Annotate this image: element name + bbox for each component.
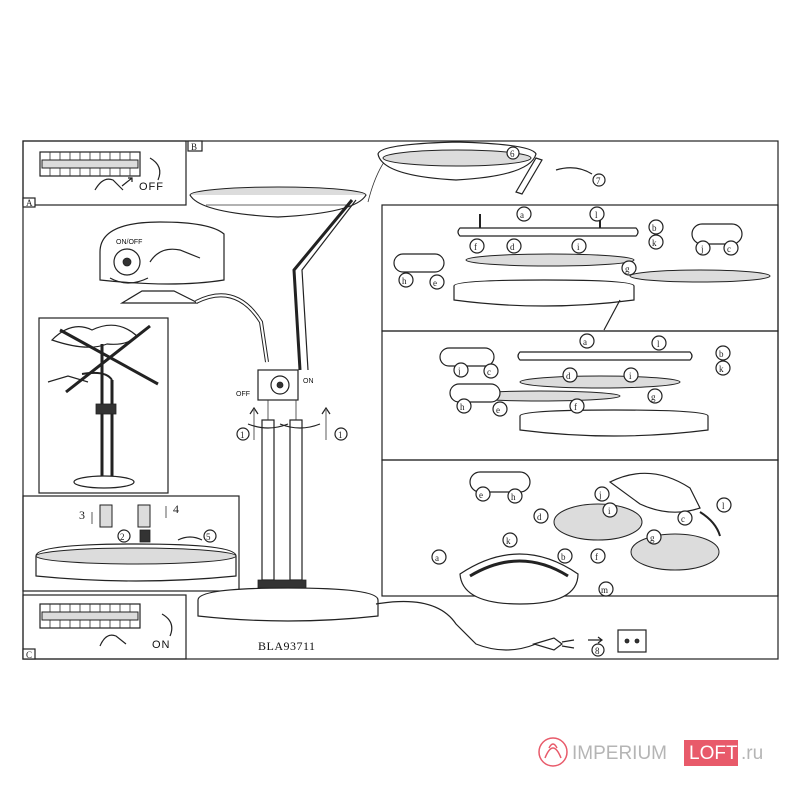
watermark-tld: .ru xyxy=(741,743,763,764)
part-j-label-2: j xyxy=(457,366,461,376)
arrow-icon xyxy=(121,177,133,187)
floor-lamp: OFF ON 1 1 8 xyxy=(189,186,647,657)
part-k-label: k xyxy=(652,238,657,248)
part-g-label-3: g xyxy=(650,533,655,543)
plug-icon xyxy=(531,637,563,651)
corner-mark-c: C xyxy=(26,650,32,660)
part-i-label-3: i xyxy=(608,506,611,516)
switch-off-label: OFF xyxy=(139,181,164,193)
part-l-label-2: l xyxy=(657,339,660,349)
hand-icon xyxy=(99,634,127,647)
part-d-label-2: d xyxy=(566,371,571,381)
step-1-right-label: 1 xyxy=(338,430,343,440)
part-i-label: i xyxy=(577,242,580,252)
hand-icon xyxy=(94,178,124,191)
bowl-detail: 6 7 xyxy=(367,141,606,203)
exploded-panel-1-parts xyxy=(393,214,771,331)
part-f-label-3: f xyxy=(595,552,598,562)
dimmer-detail: ON/OFF xyxy=(99,221,225,285)
connector-icon xyxy=(449,383,501,403)
hand-icon xyxy=(149,248,201,263)
part-c-label-2: c xyxy=(487,367,491,377)
part-e-label: e xyxy=(433,278,437,288)
part-e-label-3: e xyxy=(479,490,483,500)
exploded-panel-3-labels: e h j l i c d k g b f a m xyxy=(431,486,732,597)
step-2-label: 2 xyxy=(120,532,125,542)
switch-on-label: ON xyxy=(152,639,171,651)
exploded-panel-3-parts xyxy=(459,471,721,605)
part-a-label: a xyxy=(520,210,524,220)
part-c-label-3: c xyxy=(681,514,685,524)
imperium-logo-icon xyxy=(538,737,568,767)
terminal-block-icon xyxy=(39,151,141,177)
part-d-label-3: d xyxy=(537,512,542,522)
part-d-label: d xyxy=(510,242,515,252)
corner-mark-b: B xyxy=(191,142,197,152)
part-j-label: j xyxy=(700,244,704,254)
part-a-label-3: a xyxy=(435,553,439,563)
part-g-label: g xyxy=(625,264,630,274)
step-6-label: 6 xyxy=(510,149,515,159)
exploded-panel-2-labels: a l b k j c d i g h e f xyxy=(453,333,731,417)
step-5-label: 5 xyxy=(206,532,211,542)
connector-icon xyxy=(393,253,445,273)
part-a-label-2: a xyxy=(583,337,587,347)
part-e-label-2: e xyxy=(496,405,500,415)
part-c-label: c xyxy=(727,244,731,254)
terminal-block-icon xyxy=(39,603,141,629)
socket-icon xyxy=(617,629,647,653)
connector-icon xyxy=(691,223,743,245)
part-h-label-2: h xyxy=(460,402,465,412)
dimmer-on-off-label: ON/OFF xyxy=(116,239,142,246)
panel-a-switch-off: A OFF xyxy=(22,140,187,208)
dimmer-on-label: ON xyxy=(303,378,314,385)
part-i-label-2: i xyxy=(629,371,632,381)
panel-c-switch-on: C ON xyxy=(22,594,187,660)
model-number: BLA93711 xyxy=(258,639,316,653)
rotate-arrow-icon xyxy=(149,157,161,181)
part-k-label-3: k xyxy=(506,536,511,546)
exploded-panel-3 xyxy=(381,459,779,597)
connector-icon xyxy=(439,347,495,367)
rotate-arrow-icon xyxy=(109,277,149,284)
lamp-base xyxy=(197,587,379,622)
step-4-label: 4 xyxy=(173,502,179,516)
base-assembly-panel: 3 4 2 5 xyxy=(22,495,240,592)
part-l-label: l xyxy=(595,210,598,220)
part-l-label-3: l xyxy=(722,501,725,511)
part-f-label-2: f xyxy=(574,402,577,412)
incorrect-usage-panel xyxy=(38,317,169,494)
step-8-label: 8 xyxy=(595,646,600,656)
part-g-label-2: g xyxy=(651,392,656,402)
part-f-label: f xyxy=(474,242,477,252)
reading-lamp-head xyxy=(119,290,269,363)
rotate-arrow-icon xyxy=(161,613,173,637)
part-m-label: m xyxy=(601,585,608,595)
watermark-brand: IMPERIUM xyxy=(572,743,667,764)
corner-mark-a: A xyxy=(26,198,33,208)
exploded-panel-2-parts xyxy=(439,347,709,437)
part-h-label: h xyxy=(402,276,407,286)
part-k-label-2: k xyxy=(719,364,724,374)
part-b-label-2: b xyxy=(719,349,724,359)
step-1-left-label: 1 xyxy=(240,430,245,440)
watermark-highlight: LOFT xyxy=(689,743,738,764)
part-j-label-3: j xyxy=(598,490,602,500)
part-h-label-3: h xyxy=(511,492,516,502)
part-b-label: b xyxy=(652,223,657,233)
step-7-label: 7 xyxy=(596,176,601,186)
watermark: IMPERIUM LOFT .ru xyxy=(538,737,763,767)
exploded-panel-1-labels: a l b k f d i j c g h e xyxy=(398,206,739,290)
part-b-label-3: b xyxy=(561,552,566,562)
dimmer-off-label: OFF xyxy=(236,391,250,398)
step-3-label: 3 xyxy=(79,508,85,522)
